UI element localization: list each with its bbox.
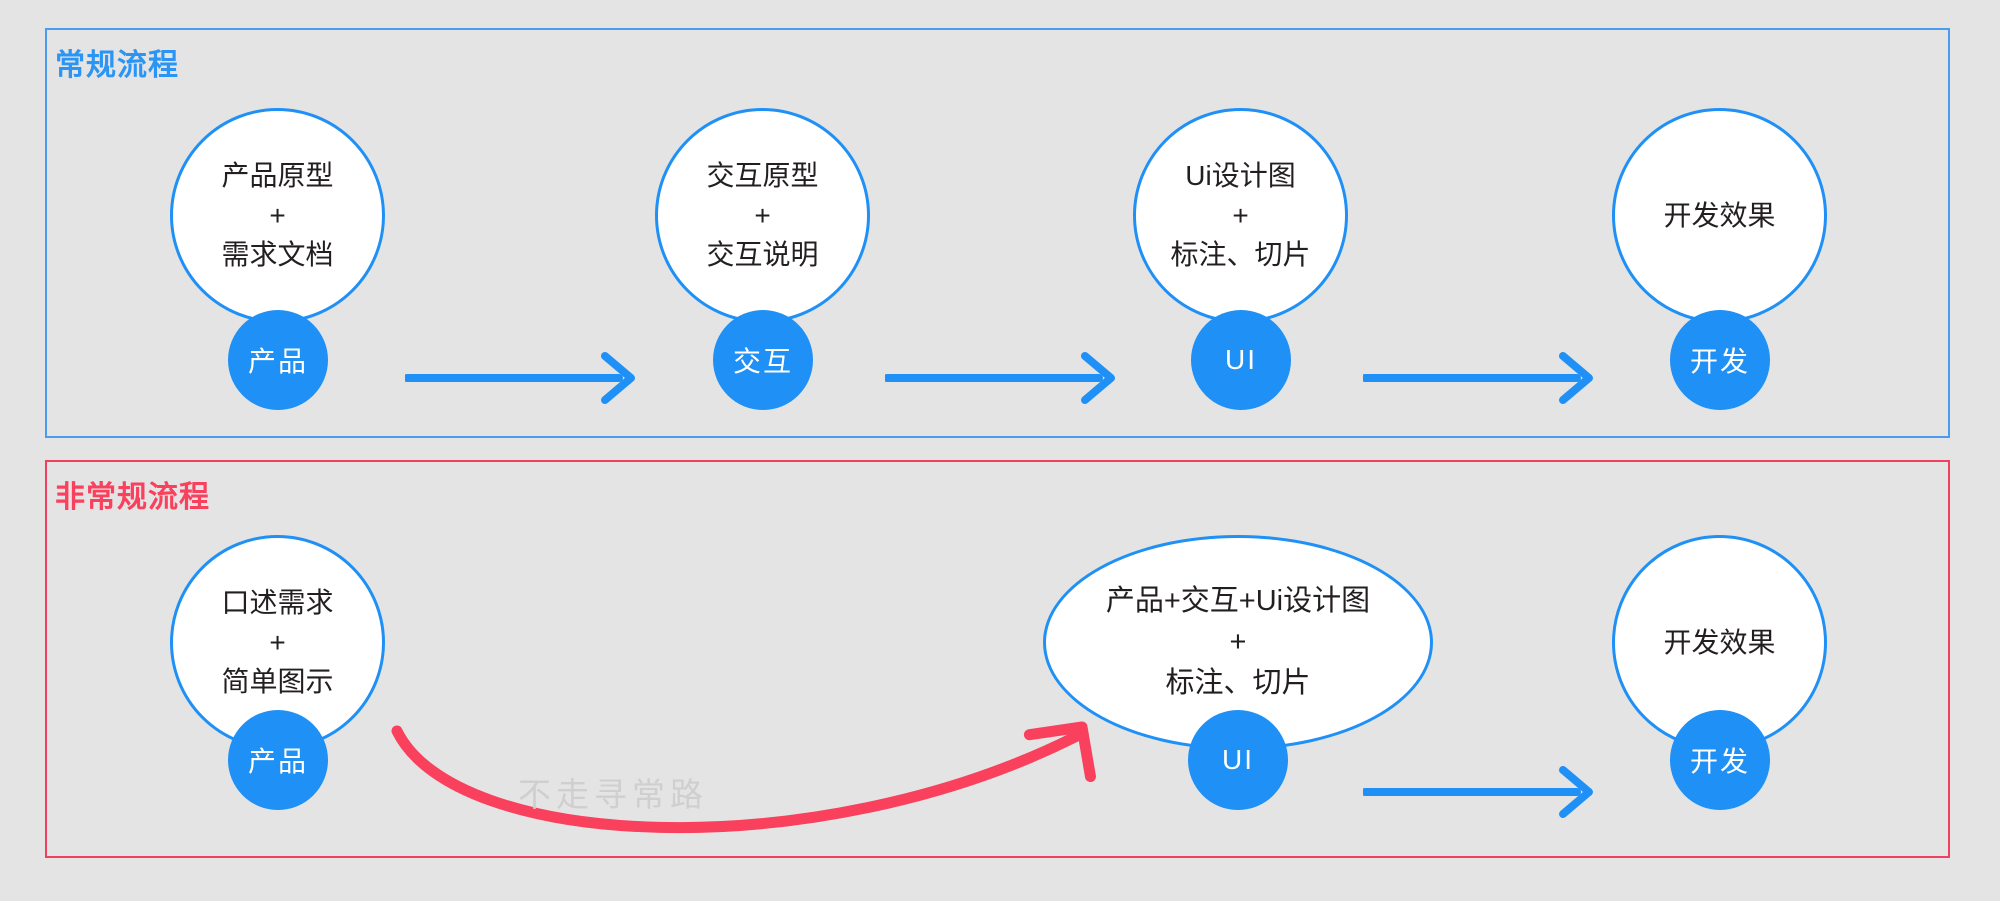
- curve-watermark-label: 不走寻常路: [518, 776, 708, 813]
- curved-red-arrow: [385, 715, 1125, 860]
- arrow-irregular-1: [1361, 762, 1598, 827]
- node-bubble-text: 开发效果: [1663, 626, 1776, 658]
- panel-regular-process: [45, 28, 1950, 438]
- panel-irregular-process: [45, 460, 1950, 858]
- node-bubble-text: 交互原型 + 交互说明: [706, 159, 819, 271]
- node-bubble-text: 产品原型 + 需求文档: [221, 159, 334, 271]
- node-bubble: 产品原型 + 需求文档: [170, 108, 385, 323]
- node-badge: 产品: [228, 710, 328, 810]
- straight-arrow-icon: [403, 352, 635, 404]
- node-badge: 交互: [713, 310, 813, 410]
- node-bubble: Ui设计图 + 标注、切片: [1133, 108, 1348, 323]
- node-bubble-text: 开发效果: [1663, 199, 1776, 231]
- panel-title-regular: 常规流程: [55, 49, 179, 82]
- node-badge: UI: [1188, 710, 1288, 810]
- arrow-regular-1: [403, 348, 640, 413]
- node-bubble: 交互原型 + 交互说明: [655, 108, 870, 323]
- node-bubble-text: 产品+交互+Ui设计图 + 标注、切片: [1105, 584, 1371, 700]
- node-badge: 开发: [1670, 710, 1770, 810]
- straight-arrow-icon: [1361, 766, 1593, 818]
- node-badge: 开发: [1670, 310, 1770, 410]
- straight-arrow-icon: [1361, 352, 1593, 404]
- node-bubble: 开发效果: [1612, 108, 1827, 323]
- node-bubble-text: Ui设计图 + 标注、切片: [1170, 159, 1311, 271]
- arrow-regular-2: [883, 348, 1120, 413]
- straight-arrow-icon: [883, 352, 1115, 404]
- arrow-regular-3: [1361, 348, 1598, 413]
- panel-title-irregular: 非常规流程: [55, 481, 210, 514]
- curved-arrow-icon: [391, 721, 1096, 834]
- node-badge: UI: [1191, 310, 1291, 410]
- node-badge: 产品: [228, 310, 328, 410]
- node-bubble-text: 口述需求 + 简单图示: [221, 586, 334, 698]
